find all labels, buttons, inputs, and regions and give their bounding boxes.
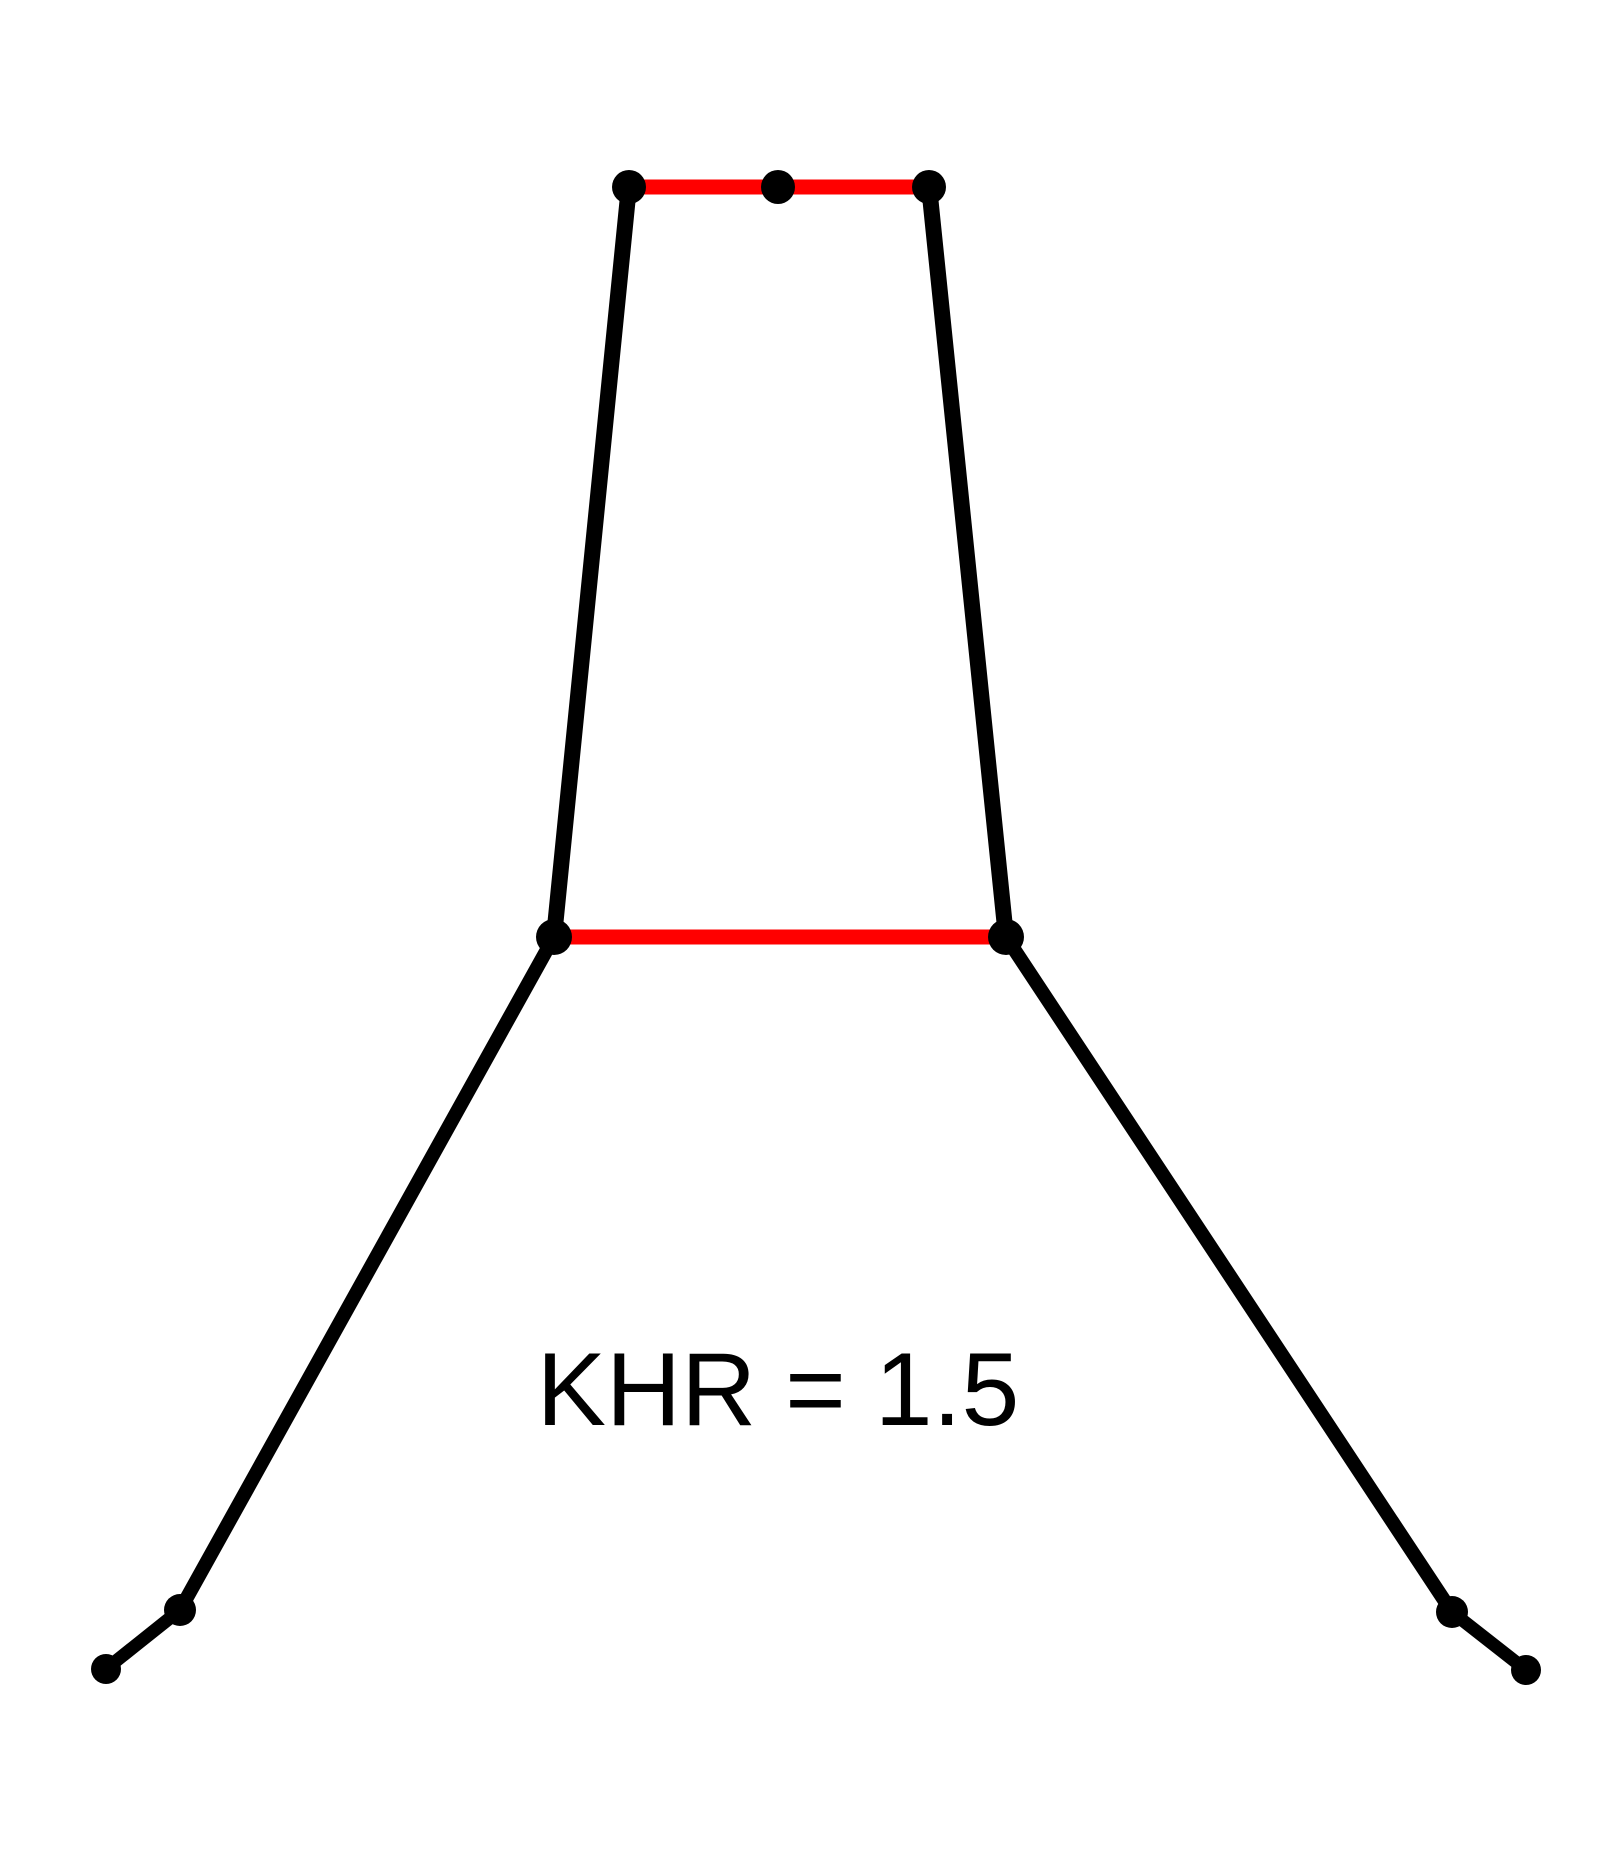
bottom-left-end-point	[91, 1654, 121, 1684]
top-right-joint	[912, 170, 946, 204]
bottom-left-joint	[164, 1594, 196, 1626]
right-upper-segment	[921, 178, 1014, 945]
khr-label: KHR = 1.5	[537, 1332, 1020, 1448]
top-center-joint	[761, 170, 795, 204]
joint-points	[91, 170, 1541, 1685]
top-left-joint	[612, 170, 646, 204]
left-upper-segment	[546, 178, 637, 945]
bottom-right-end-point	[1511, 1655, 1541, 1685]
middle-right-joint	[988, 919, 1024, 955]
left-lower-segment	[173, 930, 561, 1617]
right-lower-segment	[999, 930, 1459, 1619]
bottom-right-joint	[1436, 1596, 1468, 1628]
middle-left-joint	[536, 919, 572, 955]
